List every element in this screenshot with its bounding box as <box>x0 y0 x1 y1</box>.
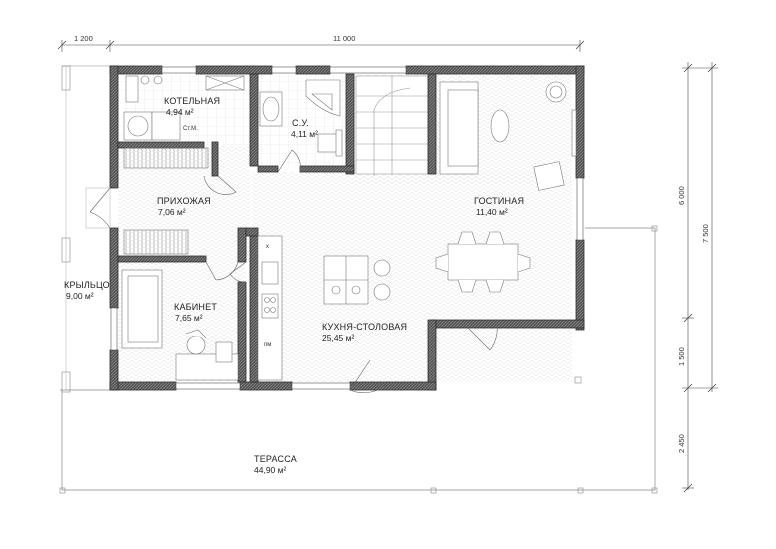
terrace-outline <box>59 225 658 494</box>
kitchen-fixtures <box>257 235 391 381</box>
living-fixtures <box>435 81 577 293</box>
room-terrace-name: ТЕРАССА <box>254 454 297 464</box>
room-bath-name: С.У. <box>292 118 309 128</box>
windows <box>110 66 584 390</box>
right-dimension-lines <box>682 62 718 493</box>
microwave-label: пм <box>264 342 271 348</box>
walls <box>109 65 585 391</box>
room-kitchen-name: КУХНЯ-СТОЛОВАЯ <box>322 322 407 332</box>
hall-closets <box>123 147 209 255</box>
room-kitchen-area: 25,45 м² <box>322 333 354 343</box>
boiler-fixtures <box>123 75 245 141</box>
porch-outline <box>61 65 110 393</box>
bath-fixtures <box>259 79 343 157</box>
washing-machine-label: Ст.М. <box>183 126 198 132</box>
room-boiler-area: 4,94 м² <box>166 107 194 117</box>
room-living-area: 11,40 м² <box>476 207 508 217</box>
room-living-name: ГОСТИНАЯ <box>474 196 524 206</box>
dim-house-width: 11 000 <box>333 34 355 43</box>
room-hall-area: 7,06 м² <box>158 207 186 217</box>
room-office-area: 7,65 м² <box>175 313 203 323</box>
office-fixtures <box>121 269 239 381</box>
dim-right-top: 6 000 <box>677 186 686 205</box>
dim-right-mid: 1 500 <box>677 347 686 366</box>
dim-right-bottom: 2 450 <box>677 434 686 453</box>
top-dimension-line <box>57 40 585 52</box>
room-porch-area: 9,00 м² <box>66 291 94 301</box>
staircase <box>355 75 429 176</box>
dim-porch-width: 1 200 <box>74 34 93 43</box>
fridge-label: х <box>266 244 269 250</box>
room-boiler-name: КОТЕЛЬНАЯ <box>164 96 220 106</box>
room-porch-name: КРЫЛЬЦО <box>64 280 110 290</box>
room-terrace-area: 44,90 м² <box>254 465 286 475</box>
room-hall-name: ПРИХОЖАЯ <box>157 196 211 206</box>
room-bath-area: 4,11 м² <box>291 129 318 139</box>
doors <box>85 149 498 394</box>
dim-right-total: 7 500 <box>701 224 710 243</box>
room-office-name: КАБИНЕТ <box>174 302 217 312</box>
